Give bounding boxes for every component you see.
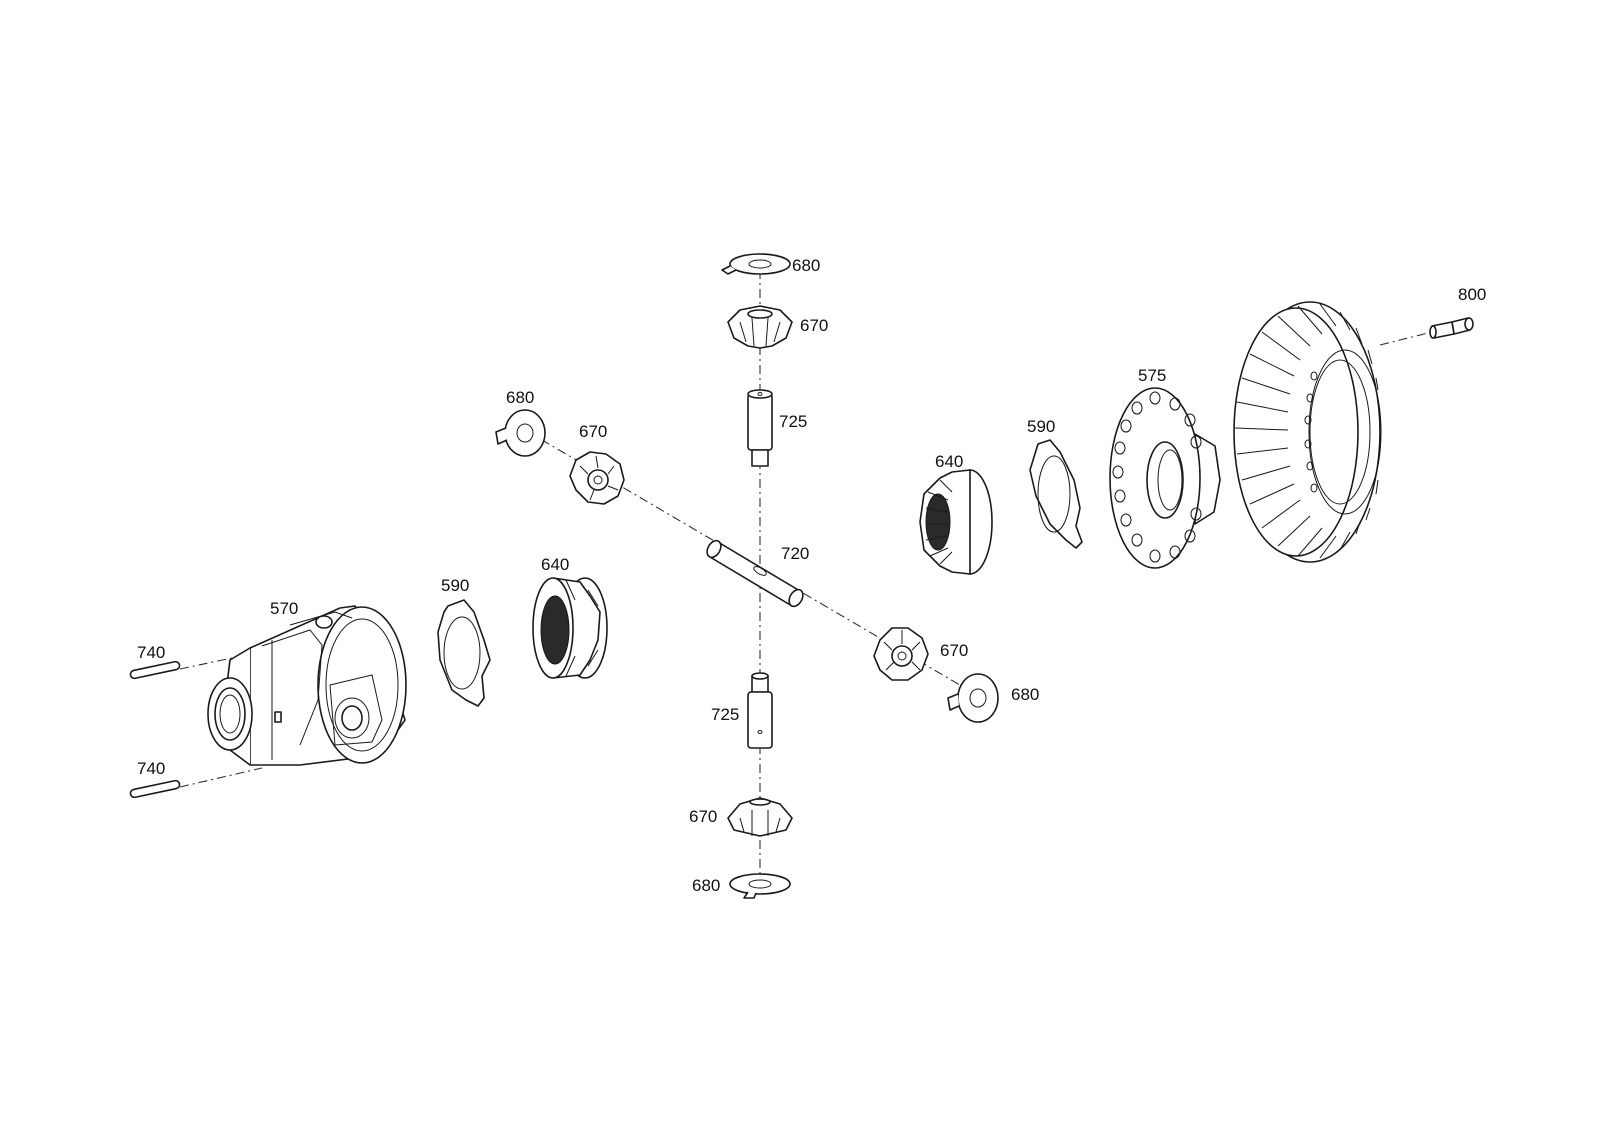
- label-570: 570: [270, 599, 298, 618]
- label-740-top: 740: [137, 643, 165, 662]
- thrust-washer-680-upper-left: [495, 409, 546, 457]
- label-575: 575: [1138, 366, 1166, 385]
- label-720: 720: [781, 544, 809, 563]
- pinion-gear-670-upper-left: [569, 451, 625, 505]
- thrust-washer-590-right: [1029, 439, 1083, 549]
- pinion-gear-670-right: [873, 627, 929, 681]
- thrust-washer-590-left: [437, 599, 491, 707]
- label-800: 800: [1458, 285, 1486, 304]
- cross-pin-725-top: [747, 389, 773, 467]
- label-725-top: 725: [779, 412, 807, 431]
- pin-740-top: [129, 660, 181, 680]
- differential-housing-570: [207, 605, 407, 766]
- ring-gear-bolt-holes: [1304, 371, 1318, 493]
- side-gear-640-left: [532, 577, 608, 679]
- label-740-bottom: 740: [137, 759, 165, 778]
- label-680-upper-left: 680: [506, 388, 534, 407]
- pinion-gear-670-bottom: [727, 797, 793, 837]
- pinion-gear-670-top: [727, 305, 793, 349]
- pin-740-bottom: [129, 779, 181, 799]
- side-gear-640-right: [919, 469, 993, 575]
- thrust-washer-680-right: [947, 673, 999, 723]
- ring-gear: [1233, 301, 1382, 563]
- label-725-bottom: 725: [711, 705, 739, 724]
- label-670-right: 670: [940, 641, 968, 660]
- label-680-bottom: 680: [692, 876, 720, 895]
- label-670-top: 670: [800, 316, 828, 335]
- label-590-right: 590: [1027, 417, 1055, 436]
- label-640-left: 640: [541, 555, 569, 574]
- label-680-top: 680: [792, 256, 820, 275]
- label-590-left: 590: [441, 576, 469, 595]
- cross-shaft-720: [706, 539, 804, 608]
- bolt-800: [1429, 317, 1474, 339]
- bolt-holes: [1112, 391, 1202, 563]
- label-680-right: 680: [1011, 685, 1039, 704]
- cross-pin-725-bottom: [747, 672, 773, 749]
- differential-cover-575: [1109, 387, 1221, 569]
- label-670-bottom: 670: [689, 807, 717, 826]
- thrust-washer-680-bottom: [729, 873, 791, 899]
- thrust-washer-680-top: [721, 253, 791, 275]
- part-labels: 570 740 740 590 640 680 670 725 680 670 …: [137, 256, 1486, 895]
- label-670-upper-left: 670: [579, 422, 607, 441]
- ring-gear-teeth: [1234, 303, 1379, 559]
- label-640-right: 640: [935, 452, 963, 471]
